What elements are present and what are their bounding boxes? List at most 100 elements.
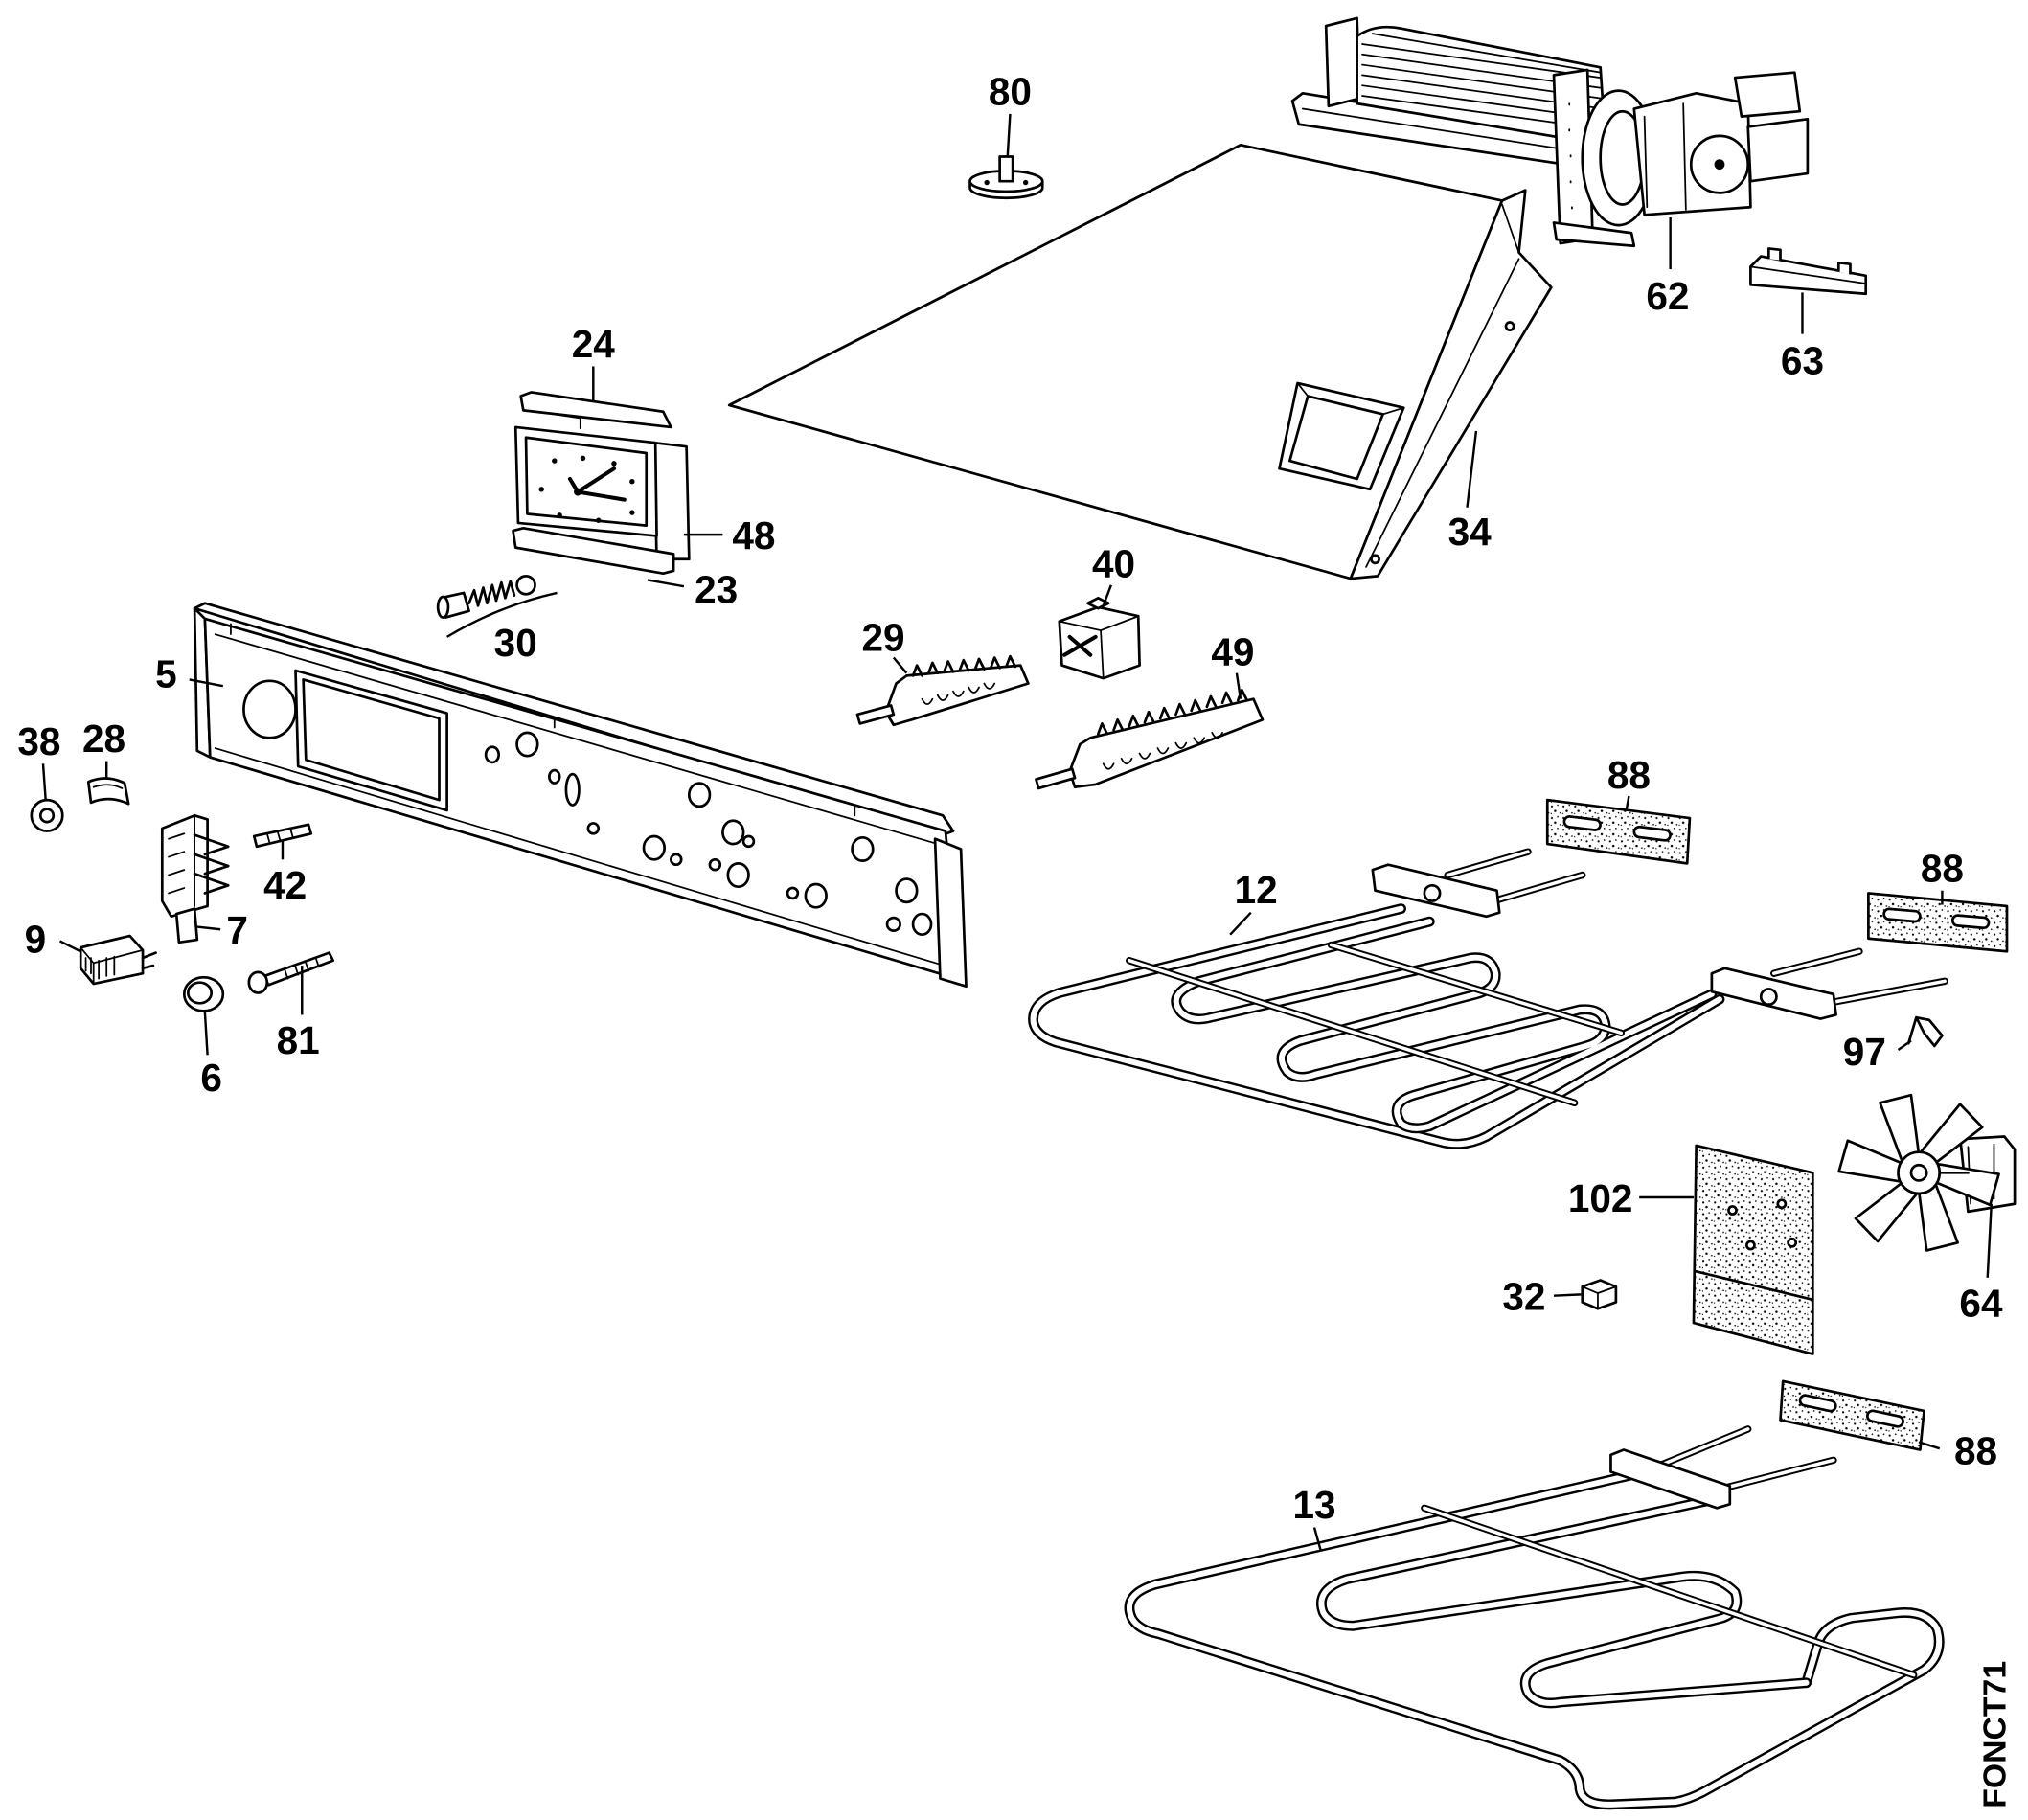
selector-switch-contacts bbox=[911, 654, 1017, 677]
fan-blade bbox=[1879, 1093, 1921, 1163]
callout-88-top-leader bbox=[1625, 795, 1630, 811]
part-38-knob bbox=[30, 798, 64, 832]
cover-edge bbox=[92, 784, 124, 789]
rocker-switch-terminal bbox=[141, 951, 157, 970]
callout-80-leader bbox=[1006, 113, 1012, 157]
screw-shaft bbox=[262, 951, 335, 987]
sensor-stem bbox=[998, 155, 1014, 183]
callout-labels: 80 62 63 24 48 23 30 34 40 29 49 5 38 28… bbox=[17, 69, 2003, 1527]
blower-base-edge bbox=[1301, 107, 1571, 151]
part-13-lower-heating-element bbox=[1129, 1425, 1939, 1805]
spring-coil bbox=[467, 580, 516, 607]
callout-23-leader bbox=[647, 579, 685, 588]
part-9-rocker-switch bbox=[79, 934, 157, 986]
callout-29-label: 29 bbox=[861, 616, 904, 660]
panel-hole bbox=[851, 835, 875, 862]
part-40-thermostat bbox=[1058, 596, 1141, 680]
part-42-pin bbox=[252, 823, 313, 849]
callout-40-label: 40 bbox=[1092, 542, 1135, 586]
gasket-body bbox=[1545, 798, 1692, 865]
panel-hole bbox=[687, 782, 712, 808]
clock-hour-mark bbox=[611, 461, 617, 466]
callout-64-label: 64 bbox=[1959, 1281, 2003, 1325]
insulation-board-hole bbox=[1727, 1205, 1738, 1216]
plate-flange-hole bbox=[1504, 321, 1515, 331]
callout-49-leader bbox=[1235, 672, 1242, 699]
insulation-board-body bbox=[1692, 1144, 1814, 1355]
callout-5-label: 5 bbox=[155, 652, 177, 696]
element-support-rod bbox=[1329, 943, 1624, 1035]
part-97-clip bbox=[1906, 1015, 1944, 1048]
bracket-tab bbox=[1766, 247, 1782, 261]
gasket-slot bbox=[1632, 825, 1672, 842]
callout-42-label: 42 bbox=[263, 863, 307, 907]
panel-display-window bbox=[294, 669, 448, 812]
gasket-slot bbox=[1562, 815, 1602, 831]
drawing-code-label: FONCT71 bbox=[1977, 1661, 2014, 1809]
thermostat-body bbox=[1058, 605, 1141, 680]
callout-13-label: 13 bbox=[1292, 1483, 1335, 1527]
element-terminal-pin bbox=[1658, 1427, 1750, 1467]
selector-switch-body bbox=[1068, 697, 1265, 788]
callout-5-leader bbox=[189, 678, 224, 688]
callout-88-right-label: 88 bbox=[1921, 846, 1964, 890]
element-terminal-pin bbox=[1446, 850, 1530, 877]
blower-cylinder-ribs bbox=[1361, 33, 1606, 131]
callout-9-label: 9 bbox=[25, 918, 47, 962]
element-terminal-pin bbox=[1710, 1458, 1835, 1493]
callout-29-leader bbox=[892, 656, 908, 674]
callout-102-label: 102 bbox=[1568, 1176, 1633, 1220]
motor-shaft bbox=[1714, 159, 1725, 171]
clip-wire bbox=[1906, 1015, 1944, 1048]
part-88-gasket-right bbox=[1867, 892, 2009, 953]
switch-block-slots bbox=[168, 832, 186, 895]
callout-38-leader bbox=[41, 763, 47, 801]
part-88-gasket-top bbox=[1545, 798, 1692, 865]
callout-88-bottom-leader bbox=[1918, 1441, 1941, 1450]
panel-display-window-inner bbox=[302, 678, 441, 802]
nut-edge bbox=[1581, 1285, 1617, 1310]
plate-flange-hole bbox=[1370, 554, 1380, 565]
part-102-insulation-board bbox=[1692, 1144, 1814, 1355]
knob-grip bbox=[33, 799, 51, 809]
callout-38-label: 38 bbox=[17, 719, 60, 763]
part-80-sensor bbox=[968, 155, 1044, 200]
callout-30-label: 30 bbox=[494, 621, 537, 665]
callout-6-leader bbox=[203, 1012, 209, 1056]
clock-hour-mark bbox=[596, 517, 602, 523]
gasket-slot bbox=[1865, 1409, 1904, 1428]
nut-body bbox=[1581, 1279, 1618, 1310]
callout-81-label: 81 bbox=[277, 1018, 320, 1062]
callout-13-leader bbox=[1312, 1527, 1322, 1552]
selector-switch-contacts bbox=[1096, 688, 1249, 736]
panel-hole bbox=[708, 857, 722, 872]
part-62-blower-fan-assembly bbox=[1290, 16, 1810, 248]
callout-40-leader bbox=[1102, 584, 1112, 606]
selector-switch-shaft bbox=[855, 704, 896, 725]
callout-30-leader bbox=[445, 591, 558, 638]
callout-88-bottom-label: 88 bbox=[1954, 1428, 1997, 1472]
clock-top-bracket bbox=[519, 391, 672, 429]
element-support-rod bbox=[1423, 1506, 1916, 1677]
panel-hole bbox=[548, 768, 561, 785]
fan-hub-center bbox=[1909, 1163, 1928, 1182]
panel-hole bbox=[586, 822, 601, 835]
blower-bottom-foot bbox=[1552, 221, 1636, 248]
fan-hub bbox=[1897, 1150, 1942, 1195]
blower-right-bracket-dots bbox=[1568, 102, 1573, 210]
gasket-slot bbox=[1882, 907, 1922, 923]
callout-64-leader bbox=[1986, 1203, 1993, 1278]
panel-hole bbox=[564, 772, 581, 807]
gasket-slot bbox=[1798, 1394, 1837, 1413]
callout-32-leader bbox=[1553, 1293, 1582, 1297]
callout-leaders bbox=[41, 113, 1993, 1552]
callout-7-leader bbox=[196, 925, 221, 931]
panel-hole bbox=[895, 877, 919, 904]
clock-face bbox=[524, 436, 649, 527]
rocker-switch-front bbox=[80, 946, 144, 985]
insulation-board-line bbox=[1693, 1269, 1814, 1302]
plate-side-flange bbox=[1349, 189, 1553, 580]
selector-switch-hooks bbox=[1102, 731, 1223, 770]
callout-9-leader bbox=[59, 940, 81, 953]
part-32-nut bbox=[1581, 1279, 1618, 1310]
